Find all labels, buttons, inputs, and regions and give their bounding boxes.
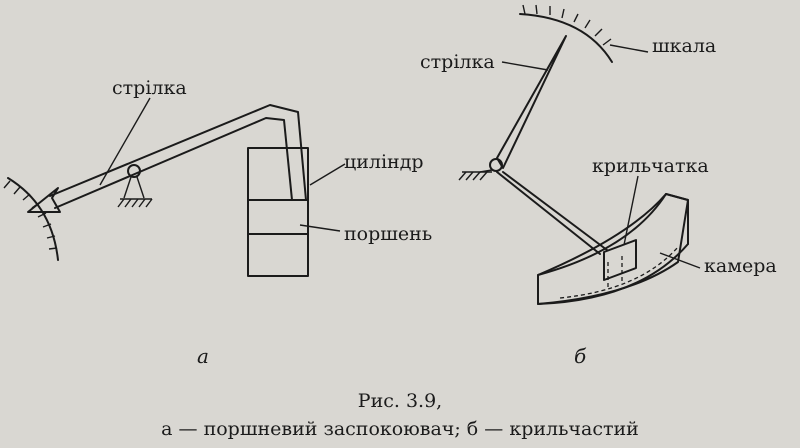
right-scale-arc — [519, 13, 613, 63]
cylinder-body — [247, 147, 309, 277]
label-chamber: камера — [704, 255, 777, 277]
leader-right-arrow — [501, 61, 549, 71]
label-cylinder: циліндр — [344, 151, 424, 173]
left-ground-support — [117, 176, 153, 208]
label-piston: поршень — [344, 223, 432, 245]
label-left-arrow: стрілка — [112, 77, 187, 99]
leader-left-arrow — [99, 97, 151, 186]
left-arrow-pointer — [27, 104, 307, 213]
leader-scale — [609, 44, 649, 53]
right-pivot — [489, 158, 503, 172]
right-ground-support — [458, 169, 493, 181]
left-scale-ticks — [3, 180, 58, 250]
label-right-arrow: стрілка — [420, 51, 495, 73]
impeller-arm-2 — [496, 171, 601, 255]
leader-cylinder — [309, 163, 346, 186]
label-scale: шкала — [652, 35, 716, 57]
vane-damper-diagram: стрілка шкала крильчатка камера б — [420, 4, 777, 368]
right-arrow-pointer — [496, 35, 567, 169]
impeller-arm — [502, 171, 608, 251]
impeller-blade — [603, 239, 637, 281]
leader-impeller — [623, 175, 639, 246]
left-scale-arc — [7, 177, 59, 261]
sublabel-a: а — [197, 344, 209, 368]
piston-damper-diagram: стрілка циліндр поршень а — [3, 77, 432, 368]
caption-line-1: Рис. 3.9, — [358, 390, 442, 412]
leader-chamber — [659, 252, 701, 269]
chamber-box — [537, 193, 689, 305]
label-impeller: крильчатка — [592, 155, 709, 177]
caption-line-2: а — поршневий заспокоювач; б — крильчаст… — [161, 418, 639, 440]
left-pivot — [127, 164, 141, 178]
right-scale-ticks — [522, 4, 612, 46]
sublabel-b: б — [574, 344, 587, 368]
piston-block — [247, 199, 309, 235]
leader-piston — [299, 224, 341, 232]
